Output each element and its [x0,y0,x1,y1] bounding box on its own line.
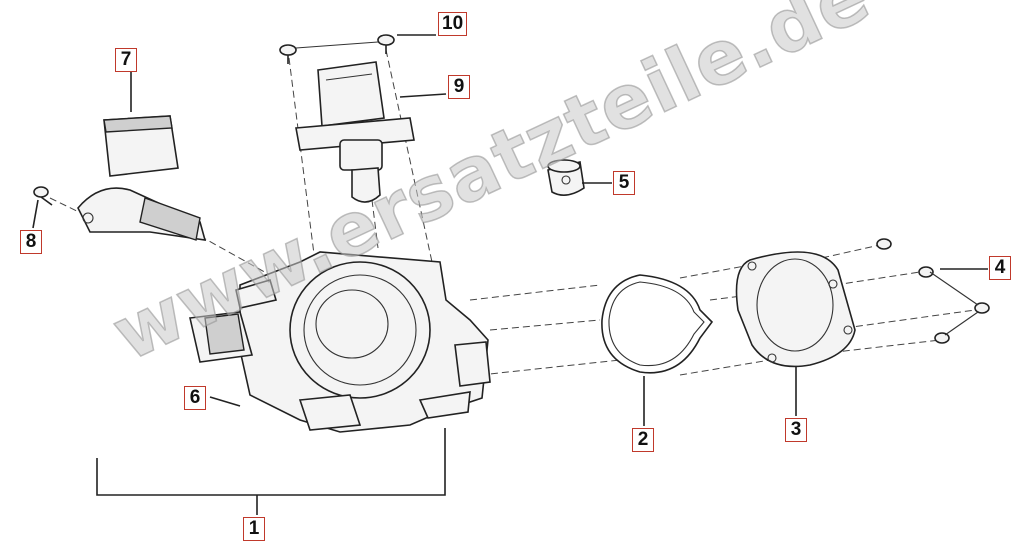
gasket-2 [601,274,714,374]
sensor-7 [77,115,207,241]
screw-8 [33,186,53,206]
callout-6[interactable]: 6 [184,386,206,410]
leader-lines [32,34,988,426]
screw-4 [876,238,990,344]
callout-3[interactable]: 3 [785,418,807,442]
callout-10[interactable]: 10 [438,12,468,36]
throttle-body-1 [189,251,491,433]
callout-5[interactable]: 5 [613,171,635,195]
callout-9[interactable]: 9 [448,75,470,99]
assembly-bracket [96,428,446,515]
idle-actuator-9 [295,61,415,203]
callout-8[interactable]: 8 [20,230,42,254]
cap-5 [547,159,585,196]
flange-plate-3 [735,251,856,368]
callout-2[interactable]: 2 [632,428,654,452]
callout-7[interactable]: 7 [115,48,137,72]
explosion-lines [49,49,976,376]
callout-4[interactable]: 4 [989,256,1011,280]
callout-1[interactable]: 1 [243,517,265,541]
screw-10 [279,34,395,64]
